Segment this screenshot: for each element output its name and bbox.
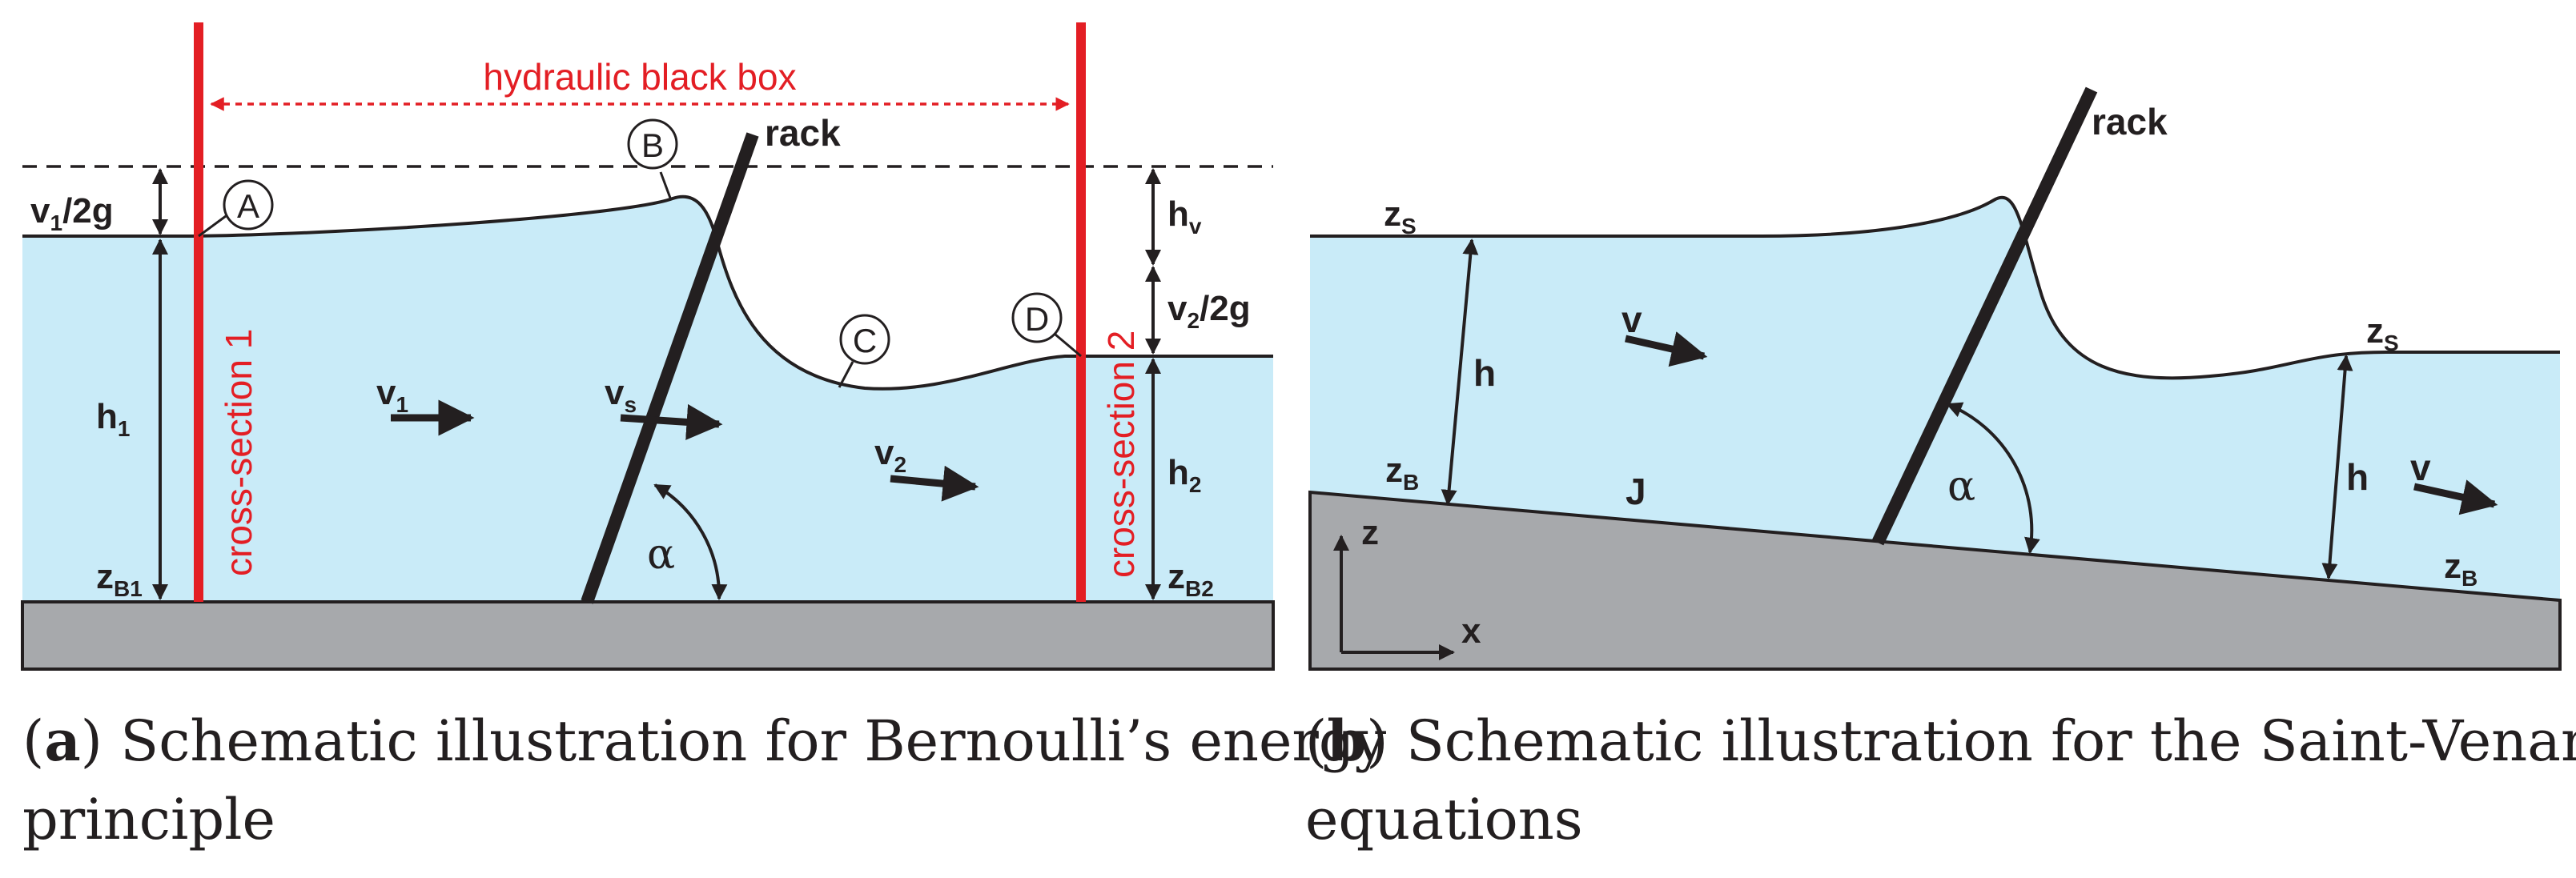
point-a-label: A — [237, 187, 259, 225]
caption-b-line1: (b) Schematic illustration for the Saint… — [1305, 708, 2576, 774]
black-box-label: hydraulic black box — [483, 56, 796, 98]
panel-b-vel-right-arrow — [2413, 479, 2498, 515]
velocity-head-1-label: v1/2g — [30, 191, 114, 235]
bed-2-label: zB2 — [1167, 557, 1214, 601]
panel-b-angle-label: α — [1947, 463, 1975, 511]
panel-b-surface-left-label: zS — [1384, 194, 1417, 239]
caption-b-line2: equations — [1305, 787, 1583, 852]
panel-b-vel-left-label: v — [1622, 299, 1642, 340]
panel-b-depth-right-arrow — [2321, 355, 2353, 579]
panel-a-rack — [581, 132, 759, 604]
point-c-label: C — [853, 322, 877, 359]
velocity-1-label: v1 — [376, 373, 408, 417]
panel-a-angle-label: α — [647, 531, 675, 579]
caption-a-line2: principle — [22, 787, 275, 852]
panel-a-ground — [21, 600, 1275, 671]
head-loss-label: hv — [1167, 194, 1202, 239]
velocity-2-label: v2 — [874, 433, 906, 477]
depth-1-label: h1 — [96, 397, 130, 441]
panel-b-axis-z-label: z — [1361, 513, 1379, 552]
panel-b-rack — [1871, 86, 2098, 546]
panel-b-diagram: rack zS zS h h v v zB zB J α z x — [1308, 86, 2562, 671]
panel-b-depth-right-label: h — [2346, 456, 2369, 498]
point-c-marker: C — [838, 314, 890, 388]
point-d-label: D — [1025, 300, 1049, 338]
point-a-marker: A — [198, 179, 274, 238]
panel-b-bed-right-label: zB — [2444, 547, 2478, 591]
panel-b-water-surface — [1310, 195, 2560, 380]
panel-b-surface-right-label: zS — [2366, 311, 2399, 355]
panel-b-slope-label: J — [1626, 471, 1646, 512]
panel-b-bed-left-label: zB — [1385, 451, 1419, 495]
cross-section-1-label: cross-section 1 — [218, 329, 259, 576]
velocity-s-arrow — [620, 403, 723, 440]
panel-b-depth-left-arrow — [1441, 239, 1479, 506]
point-b-marker: B — [627, 118, 678, 201]
panel-b-axis-x-label: x — [1461, 611, 1481, 651]
bed-1-label: zB1 — [96, 557, 143, 601]
panel-a-angle-arc — [653, 483, 728, 600]
velocity-s-label: vs — [605, 373, 637, 417]
panel-b-water — [1310, 197, 2560, 600]
panel-b-depth-left-label: h — [1473, 352, 1496, 394]
panel-b-vel-right-label: v — [2410, 447, 2431, 488]
point-d-marker: D — [1011, 292, 1082, 358]
cross-section-2-label: cross-section 2 — [1100, 331, 1142, 578]
panel-b-angle-arc — [1946, 402, 2040, 554]
depth-2-label: h2 — [1167, 453, 1201, 497]
panel-a-diagram: rack cross-section 1 cross-section 2 hyd… — [21, 22, 1275, 671]
panel-b-vel-left-arrow — [1625, 331, 1708, 367]
panel-b-rack-label: rack — [2092, 101, 2168, 142]
panel-b-ground — [1308, 490, 2562, 671]
velocity-head-2-label: v2/2g — [1167, 289, 1251, 333]
velocity-2-arrow — [890, 465, 979, 502]
panel-a-rack-label: rack — [765, 112, 841, 154]
caption-a-line1: (a) Schematic illustration for Bernoulli… — [22, 708, 1387, 774]
point-b-label: B — [641, 126, 664, 164]
